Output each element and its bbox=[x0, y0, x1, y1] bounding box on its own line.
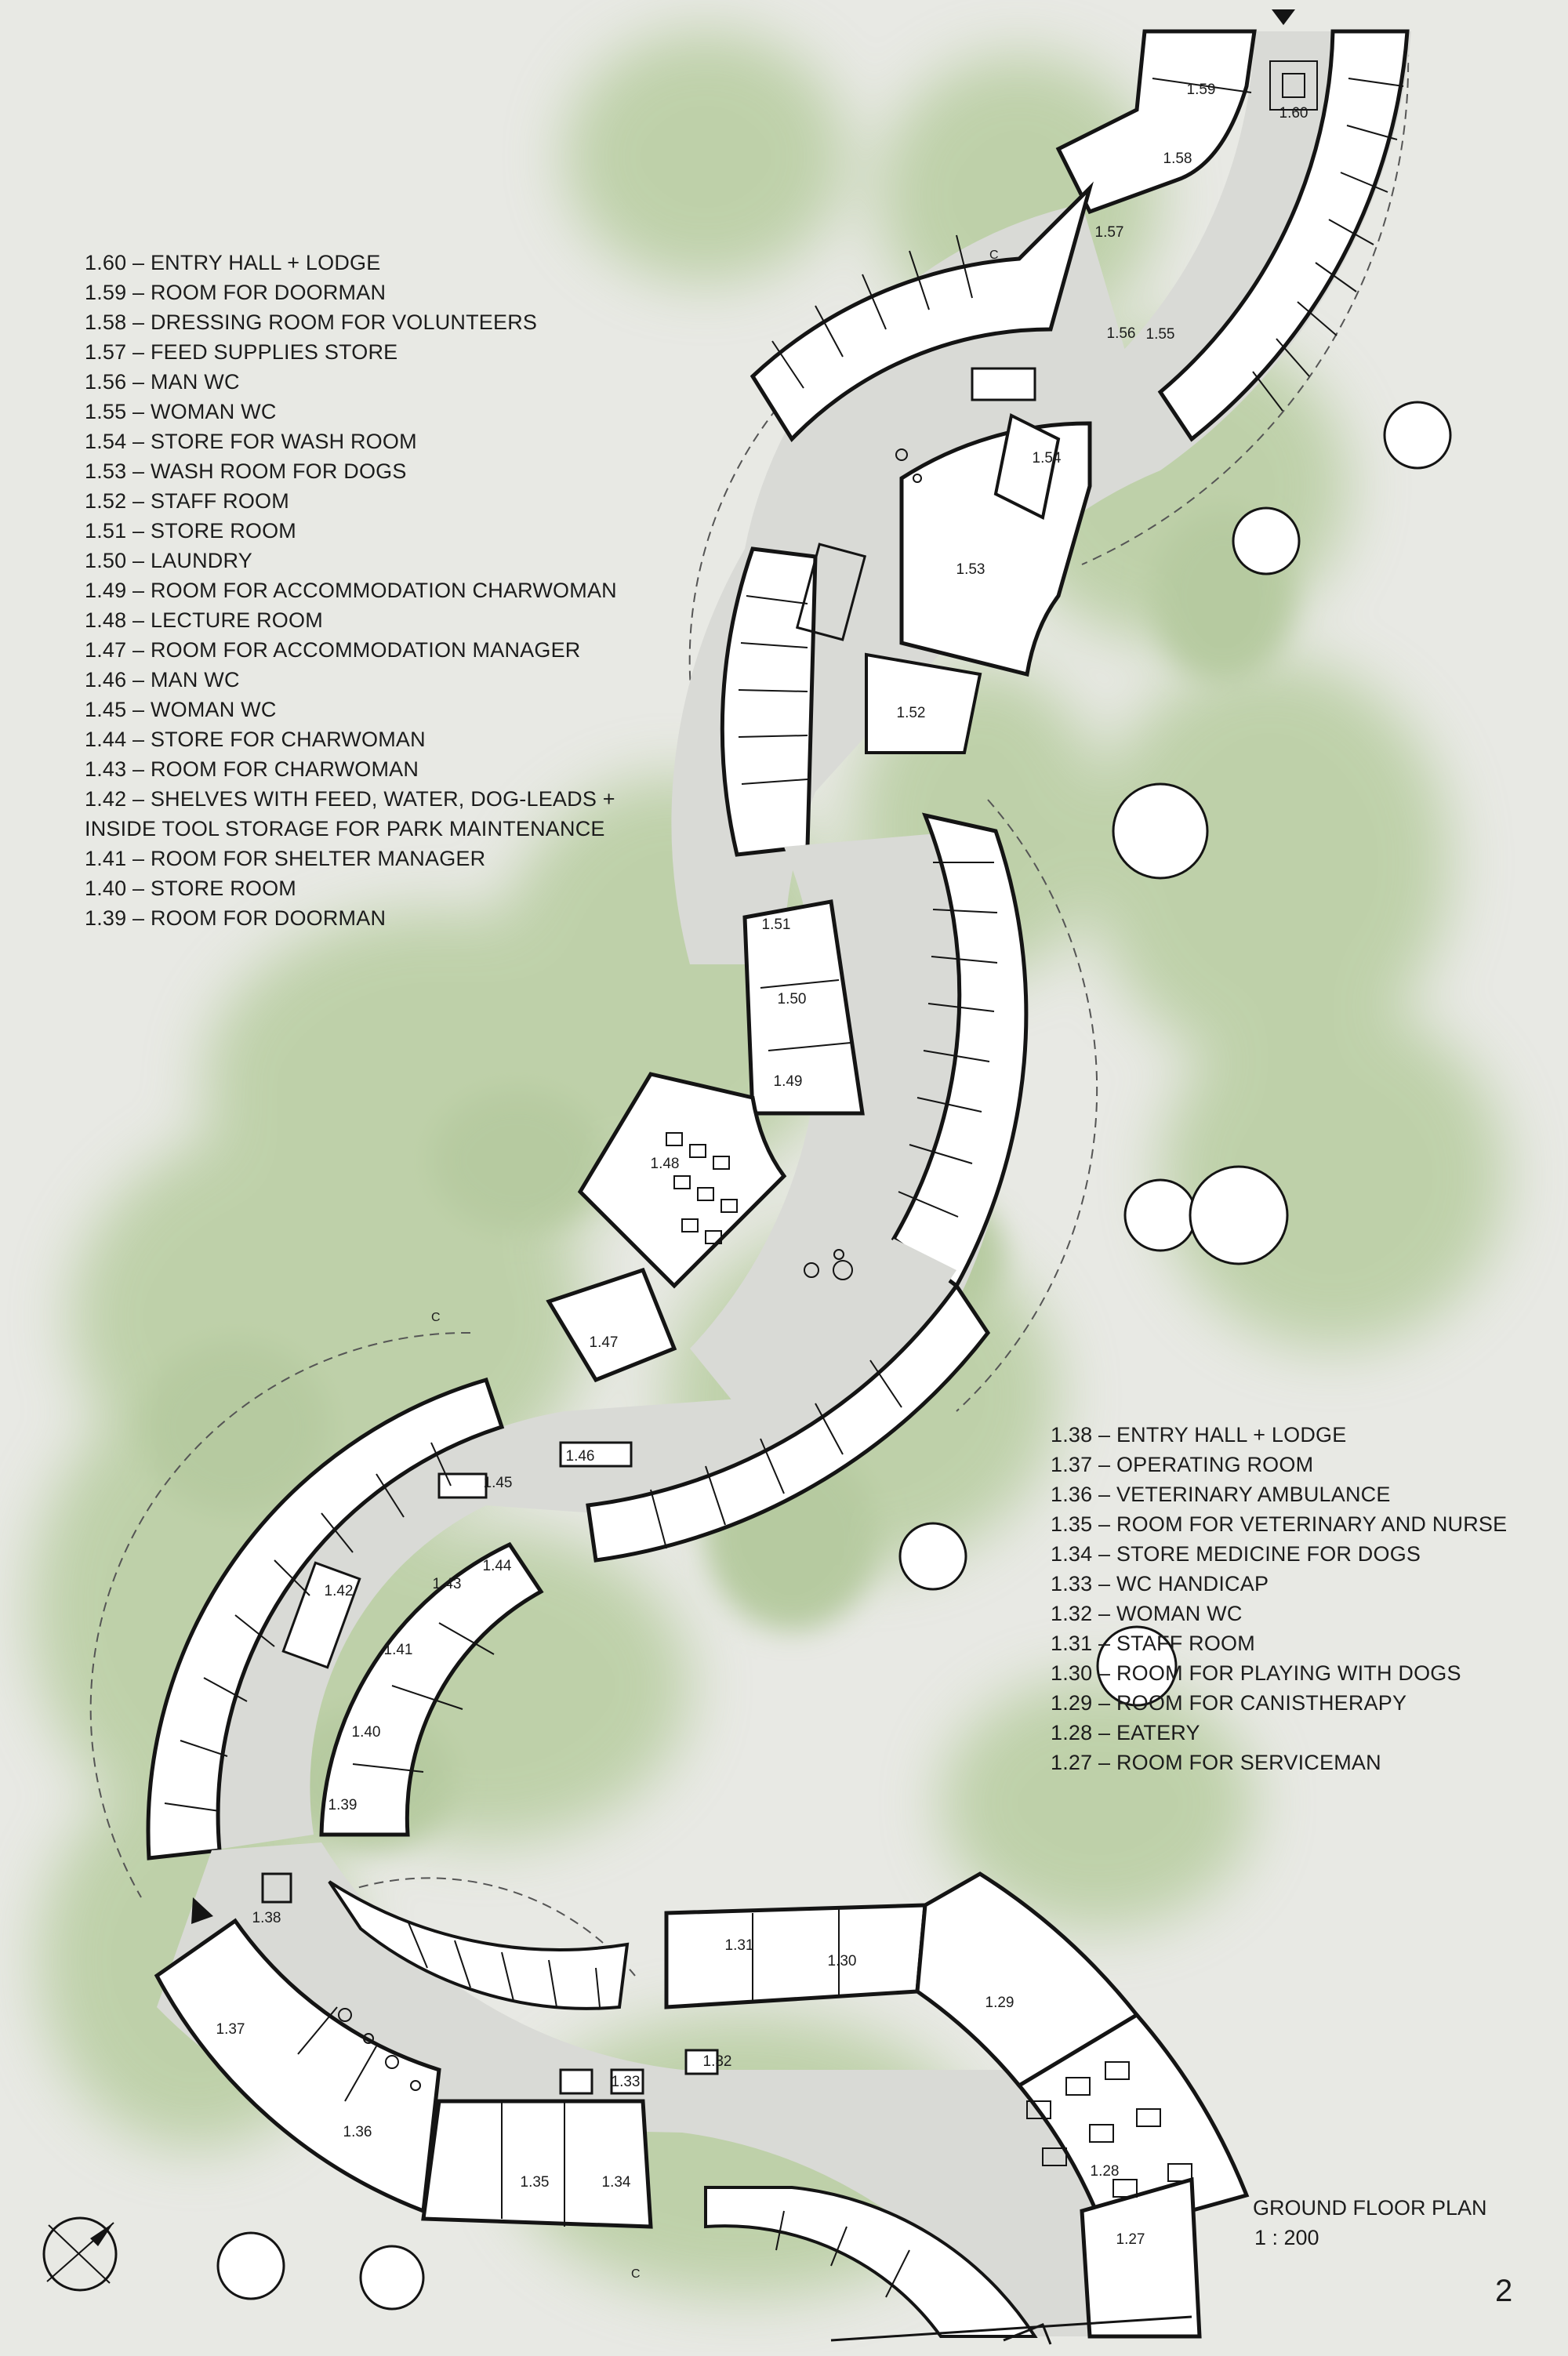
room-label: 1.33 bbox=[612, 2074, 641, 2090]
legend-entry: 1.43 – ROOM FOR CHARWOMAN bbox=[85, 757, 419, 781]
room-label: 1.52 bbox=[897, 705, 926, 721]
legend-entry: 1.53 – WASH ROOM FOR DOGS bbox=[85, 459, 407, 483]
room-label: 1.58 bbox=[1163, 151, 1192, 167]
furniture-symbols bbox=[338, 448, 922, 2091]
room-label: 1.28 bbox=[1091, 2163, 1120, 2180]
room-label: 1.42 bbox=[325, 1583, 354, 1599]
legend-entry: 1.27 – ROOM FOR SERVICEMAN bbox=[1051, 1751, 1381, 1774]
section-marker: C bbox=[431, 1311, 441, 1324]
room-label: 1.51 bbox=[762, 917, 791, 933]
legend-entry: 1.52 – STAFF ROOM bbox=[85, 489, 289, 513]
section-marker-layer: C C C bbox=[431, 249, 999, 2281]
legend-entry: 1.32 – WOMAN WC bbox=[1051, 1602, 1243, 1625]
room-label: 1.38 bbox=[252, 1910, 281, 1926]
legend-entry: 1.56 – MAN WC bbox=[85, 370, 240, 394]
room-label: 1.32 bbox=[703, 2053, 732, 2070]
room-legend-upper: 1.60 – ENTRY HALL + LODGE 1.59 – ROOM FOR… bbox=[85, 248, 617, 933]
wing-d bbox=[146, 1239, 991, 1860]
room-label: 1.37 bbox=[216, 2021, 245, 2038]
legend-entry: 1.48 – LECTURE ROOM bbox=[85, 608, 323, 632]
legend-entry: 1.49 – ROOM FOR ACCOMMODATION CHARWOMAN bbox=[85, 579, 617, 602]
room-label: 1.57 bbox=[1095, 224, 1124, 241]
wing-b bbox=[671, 181, 1160, 964]
tree-icon bbox=[216, 401, 1452, 2311]
legend-entry: 1.46 – MAN WC bbox=[85, 668, 240, 692]
wing-c bbox=[546, 812, 1029, 1474]
wing-e bbox=[154, 1842, 1250, 2345]
north-arrow-icon bbox=[42, 2216, 118, 2292]
room-label: 1.44 bbox=[483, 1558, 512, 1574]
room-label: 1.36 bbox=[343, 2124, 372, 2140]
room-label: 1.31 bbox=[725, 1937, 754, 1954]
legend-entry: 1.57 – FEED SUPPLIES STORE bbox=[85, 340, 398, 364]
room-label: 1.35 bbox=[521, 2174, 550, 2191]
room-label: 1.27 bbox=[1116, 2231, 1145, 2248]
legend-entry: INSIDE TOOL STORAGE FOR PARK MAINTENANCE bbox=[85, 817, 605, 840]
legend-entry: 1.40 – STORE ROOM bbox=[85, 877, 296, 900]
room-label: 1.45 bbox=[484, 1475, 513, 1491]
section-marker: C bbox=[631, 2267, 641, 2281]
legend-entry: 1.45 – WOMAN WC bbox=[85, 698, 277, 721]
room-labels: 1.60 1.59 1.58 1.57 1.56 1.55 1.54 1.53 1.52 1.51… bbox=[216, 82, 1308, 2248]
plan-scale: 1 : 200 bbox=[1254, 2226, 1319, 2249]
room-label: 1.49 bbox=[774, 1073, 803, 1090]
entry-arrow-icon bbox=[191, 1897, 213, 1924]
legend-entry: 1.38 – ENTRY HALL + LODGE bbox=[1051, 1423, 1347, 1447]
plan-title: GROUND FLOOR PLAN bbox=[1253, 2196, 1487, 2220]
legend-entry: 1.60 – ENTRY HALL + LODGE bbox=[85, 251, 381, 274]
room-label: 1.55 bbox=[1146, 326, 1175, 343]
legend-entry: 1.41 – ROOM FOR SHELTER MANAGER bbox=[85, 847, 486, 870]
legend-entry: 1.35 – ROOM FOR VETERINARY AND NURSE bbox=[1051, 1512, 1508, 1536]
legend-entry: 1.28 – EATERY bbox=[1051, 1721, 1200, 1744]
room-label: 1.34 bbox=[602, 2174, 631, 2191]
room-label: 1.29 bbox=[985, 1995, 1014, 2011]
entry-arrow-icon bbox=[1272, 9, 1295, 25]
legend-entry: 1.29 – ROOM FOR CANISTHERAPY bbox=[1051, 1691, 1407, 1715]
room-label: 1.40 bbox=[352, 1724, 381, 1741]
legend-entry: 1.42 – SHELVES WITH FEED, WATER, DOG-LEA… bbox=[85, 787, 615, 811]
room-label: 1.53 bbox=[956, 561, 985, 578]
room-label: 1.39 bbox=[328, 1797, 358, 1813]
room-label: 1.43 bbox=[433, 1576, 462, 1592]
room-label: 1.60 bbox=[1279, 105, 1308, 122]
legend-entry: 1.33 – WC HANDICAP bbox=[1051, 1572, 1269, 1595]
legend-entry: 1.30 – ROOM FOR PLAYING WITH DOGS bbox=[1051, 1661, 1461, 1685]
legend-entry: 1.54 – STORE FOR WASH ROOM bbox=[85, 430, 417, 453]
page-number: 2 bbox=[1495, 2274, 1513, 2308]
legend-entry: 1.36 – VETERINARY AMBULANCE bbox=[1051, 1483, 1391, 1506]
room-label: 1.56 bbox=[1107, 325, 1136, 342]
legend-entry: 1.34 – STORE MEDICINE FOR DOGS bbox=[1051, 1542, 1421, 1566]
legend-entry: 1.37 – OPERATING ROOM bbox=[1051, 1453, 1314, 1476]
room-label: 1.47 bbox=[590, 1334, 619, 1351]
wing-a bbox=[1055, 29, 1411, 470]
room-label: 1.41 bbox=[384, 1642, 413, 1658]
legend-entry: 1.50 – LAUNDRY bbox=[85, 549, 252, 572]
room-label: 1.54 bbox=[1033, 450, 1062, 466]
legend-entry: 1.55 – WOMAN WC bbox=[85, 400, 277, 423]
legend-entry: 1.59 – ROOM FOR DOORMAN bbox=[85, 281, 387, 304]
legend-entry: 1.47 – ROOM FOR ACCOMMODATION MANAGER bbox=[85, 638, 581, 662]
room-label: 1.59 bbox=[1187, 82, 1216, 98]
legend-entry: 1.39 – ROOM FOR DOORMAN bbox=[85, 906, 387, 930]
room-label: 1.30 bbox=[828, 1953, 857, 1969]
legend-entry: 1.51 – STORE ROOM bbox=[85, 519, 296, 543]
room-legend-lower: 1.38 – ENTRY HALL + LODGE 1.37 – OPERATIN… bbox=[1051, 1420, 1507, 1777]
legend-entry: 1.58 – DRESSING ROOM FOR VOLUNTEERS bbox=[85, 310, 538, 334]
legend-entry: 1.44 – STORE FOR CHARWOMAN bbox=[85, 728, 426, 751]
room-label: 1.50 bbox=[778, 991, 807, 1007]
legend-entry: 1.31 – STAFF ROOM bbox=[1051, 1632, 1255, 1655]
room-label: 1.46 bbox=[566, 1448, 595, 1465]
section-marker: C bbox=[989, 249, 999, 262]
plan-title-block: GROUND FLOOR PLAN 1 : 200 bbox=[1253, 2193, 1487, 2253]
room-label: 1.48 bbox=[651, 1156, 680, 1172]
